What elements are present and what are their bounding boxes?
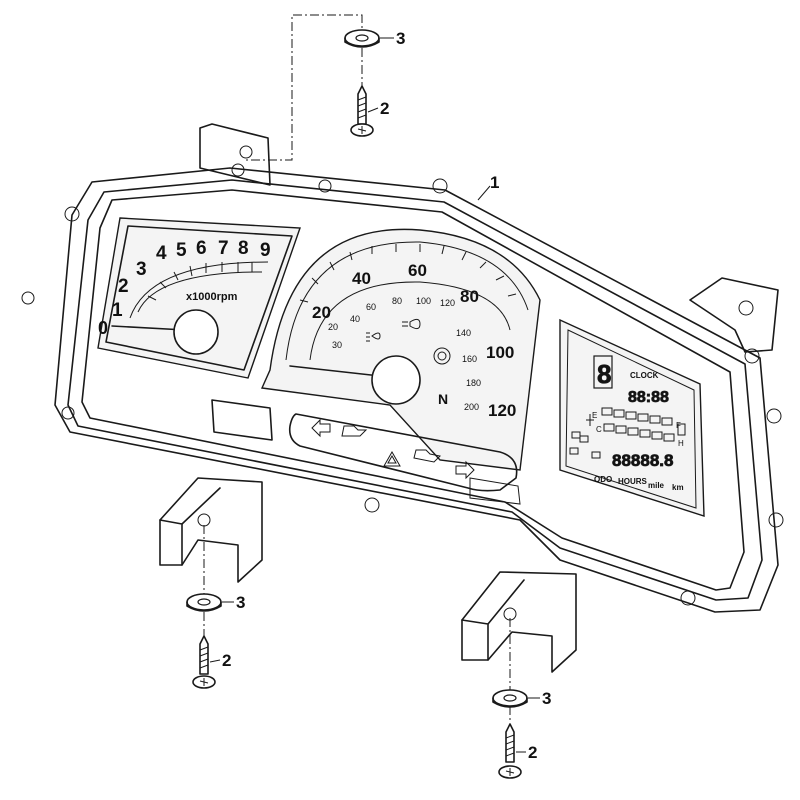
coolant-temp-icon xyxy=(586,414,594,426)
callout-3-right: 3 xyxy=(542,689,551,708)
tachometer-face: 1 2 3 4 5 6 7 8 9 0 x1000rpm xyxy=(97,217,301,379)
screw-left xyxy=(192,635,216,689)
speed-inner-80: 80 xyxy=(392,296,402,306)
oil-pressure-icon xyxy=(341,425,368,437)
lcd-gear-digit: 8 xyxy=(593,355,613,389)
tach-number-1: 1 xyxy=(112,300,123,321)
speed-inner-30: 30 xyxy=(332,340,342,350)
speed-inner-40: 40 xyxy=(350,314,360,324)
svg-text:H: H xyxy=(678,439,684,448)
tach-number-8: 8 xyxy=(238,238,249,259)
lcd-clock-value: 88:88 xyxy=(628,389,669,406)
lcd-odo-label: ODO xyxy=(594,475,612,484)
callout-3-top: 3 xyxy=(396,29,405,48)
lcd-hours-label: HOURS xyxy=(618,477,648,486)
svg-text:E: E xyxy=(592,411,597,420)
svg-text:8: 8 xyxy=(597,359,611,389)
temperature-gauge-bars: C H xyxy=(596,423,684,448)
washer-top xyxy=(344,29,380,48)
callout-leaders xyxy=(209,37,540,753)
lcd-unit-km: km xyxy=(672,483,684,492)
tach-number-2: 2 xyxy=(118,276,129,297)
speed-outer-40: 40 xyxy=(352,269,371,288)
speed-outer-20: 20 xyxy=(312,303,331,322)
left-turn-signal-icon xyxy=(311,418,331,438)
speed-outer-60: 60 xyxy=(408,261,427,280)
oil-level-icon xyxy=(413,449,442,463)
lcd-unit-mile: mile xyxy=(648,481,665,490)
hazard-warning-icon xyxy=(383,450,401,467)
washer-left xyxy=(186,593,222,612)
tachometer-ticks xyxy=(147,262,253,301)
speed-outer-120: 120 xyxy=(488,401,516,420)
lower-left-bracket xyxy=(159,477,263,583)
high-beam-icon xyxy=(366,332,381,342)
callout-2-left: 2 xyxy=(222,651,231,670)
speed-inner-60: 60 xyxy=(366,302,376,312)
speed-inner-180: 180 xyxy=(466,378,481,388)
parking-brake-icon xyxy=(433,347,451,365)
tach-number-7: 7 xyxy=(218,238,229,259)
lcd-odometer-value: 88888.8 xyxy=(612,451,673,470)
speed-inner-120: 120 xyxy=(440,298,455,308)
callout-2-top: 2 xyxy=(380,99,389,118)
tach-number-9: 9 xyxy=(260,240,271,261)
headlight-icon xyxy=(402,318,421,330)
speed-outer-100: 100 xyxy=(486,343,514,362)
callout-2-right: 2 xyxy=(528,743,537,762)
tach-number-4: 4 xyxy=(156,243,167,264)
tach-needle-hub xyxy=(173,309,219,355)
leader-lines xyxy=(203,14,511,722)
tach-number-0: 0 xyxy=(98,318,108,338)
right-turn-signal-icon xyxy=(455,460,475,480)
fuel-pump-icon xyxy=(677,423,686,436)
speed-inner-160: 160 xyxy=(462,354,477,364)
screw-top xyxy=(350,85,374,137)
lcd-panel: 8 CLOCK 88:88 E F C H xyxy=(559,318,705,517)
tach-number-6: 6 xyxy=(196,238,207,259)
speed-outer-80: 80 xyxy=(460,287,479,306)
tach-number-3: 3 xyxy=(136,259,147,280)
tach-number-5: 5 xyxy=(176,240,187,261)
speed-inner-20: 20 xyxy=(328,322,338,332)
svg-text:C: C xyxy=(596,425,602,434)
indicator-strip xyxy=(211,399,521,505)
speedometer-face: 20 40 60 80 100 120 30 20 40 60 80 100 1… xyxy=(260,228,541,471)
speedometer-ticks xyxy=(299,244,517,303)
speed-inner-140: 140 xyxy=(456,328,471,338)
cluster-housing xyxy=(21,163,784,613)
callout-1: 1 xyxy=(490,173,499,192)
lcd-status-icons xyxy=(569,431,601,459)
washer-right xyxy=(492,689,528,708)
speed-inner-200: 200 xyxy=(464,402,479,412)
lower-right-bracket xyxy=(461,571,577,673)
lcd-clock-label: CLOCK xyxy=(630,371,659,380)
speed-needle-hub xyxy=(371,355,421,405)
screw-right xyxy=(498,723,522,779)
rear-left-bracket xyxy=(199,123,271,186)
callout-3-left: 3 xyxy=(236,593,245,612)
rear-right-bracket xyxy=(689,277,779,353)
tach-unit-label: x1000rpm xyxy=(186,291,238,303)
speed-inner-100: 100 xyxy=(416,296,431,306)
gear-neutral-indicator: N xyxy=(438,391,448,407)
